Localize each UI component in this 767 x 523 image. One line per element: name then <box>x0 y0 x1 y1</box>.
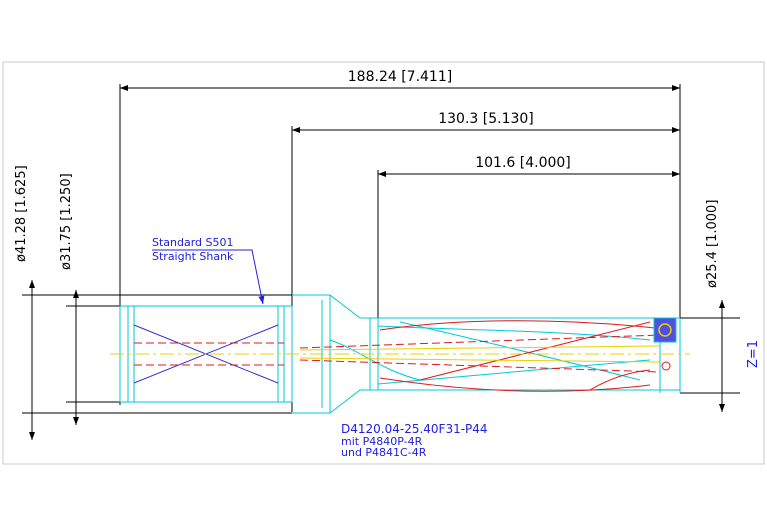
cutting-lines <box>134 320 661 392</box>
overall-length-label: 188.24 [7.411] <box>348 69 452 85</box>
part-label-line2: mit P4840P-4R <box>341 435 423 448</box>
flutes-label: Z=1 <box>746 340 761 368</box>
shank-note-line2: Straight Shank <box>152 250 234 263</box>
dimension-lines <box>22 84 740 440</box>
shank-diameter-label: ø31.75 [1.250] <box>59 173 74 270</box>
part-label-line3: und P4841C-4R <box>341 446 427 459</box>
centerline <box>110 345 690 363</box>
part-label-line1: D4120.04-25.40F31-P44 <box>341 422 488 436</box>
drill-diameter-label: ø25.4 [1.000] <box>705 200 720 288</box>
coolant-outlet <box>661 361 671 371</box>
shank-note-line1: Standard S501 <box>152 236 234 249</box>
flute-length-label: 101.6 [4.000] <box>475 155 571 171</box>
drawing-border <box>2 61 765 465</box>
body-length-label: 130.3 [5.130] <box>438 111 534 127</box>
insert-pocket <box>653 317 677 343</box>
shank-note-leader <box>152 249 265 305</box>
flange-diameter-label: ø41.28 [1.625] <box>14 165 29 262</box>
insert-screw <box>658 323 672 337</box>
